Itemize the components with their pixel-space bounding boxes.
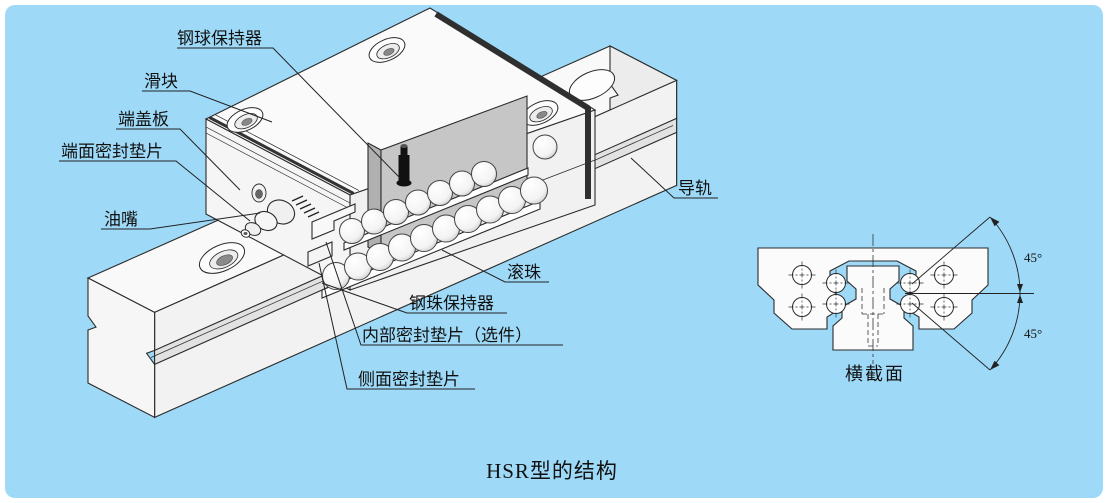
seal-bracket bbox=[311, 203, 356, 240]
label-grease-nipple: 油嘴 bbox=[104, 210, 138, 229]
retainer-pin bbox=[396, 144, 412, 187]
diagram-canvas: 钢球保持器 滑块 端盖板 端面密封垫片 油嘴 导轨 滚珠 钢珠保持器 内部密封垫… bbox=[5, 5, 1103, 498]
leader-end-face-seal bbox=[59, 160, 251, 222]
cross-section-view: 45° 45° 横截面 bbox=[757, 216, 1042, 384]
contact-angle-dimension bbox=[905, 216, 1034, 371]
isometric-assembly: 钢球保持器 滑块 端盖板 端面密封垫片 油嘴 导轨 滚珠 钢珠保持器 内部密封垫… bbox=[59, 7, 718, 419]
leader-internal-seal bbox=[325, 241, 563, 346]
upper-ball-row bbox=[339, 134, 558, 244]
rail-hole-left bbox=[198, 242, 246, 274]
block-hole-3 bbox=[521, 100, 559, 126]
label-guide-rail: 导轨 bbox=[678, 179, 712, 198]
part-labels: 钢球保持器 滑块 端盖板 端面密封垫片 油嘴 导轨 滚珠 钢珠保持器 内部密封垫… bbox=[61, 29, 712, 389]
leader-ball-retainer-bottom bbox=[321, 282, 507, 314]
diagram-title: HSR型的结构 bbox=[486, 459, 618, 483]
block-hole-1 bbox=[226, 107, 264, 133]
grease-nipple bbox=[240, 199, 296, 238]
hsr-structure-diagram: 钢球保持器 滑块 端盖板 端面密封垫片 油嘴 导轨 滚珠 钢珠保持器 内部密封垫… bbox=[59, 7, 1042, 483]
section-bolt-hole bbox=[861, 288, 885, 347]
label-end-cap-plate: 端盖板 bbox=[118, 110, 169, 129]
angle-label-lower: 45° bbox=[1024, 326, 1042, 341]
dimension-arrowheads bbox=[990, 217, 1023, 370]
label-ball-retainer-bottom: 钢珠保持器 bbox=[409, 294, 494, 313]
leader-lines bbox=[59, 47, 718, 390]
label-slider: 滑块 bbox=[144, 72, 178, 91]
ball-circuit bbox=[307, 134, 558, 299]
leader-end-cap bbox=[116, 128, 241, 191]
label-end-face-seal: 端面密封垫片 bbox=[61, 142, 163, 161]
label-side-seal: 侧面密封垫片 bbox=[358, 370, 460, 389]
thread-coil bbox=[291, 195, 320, 218]
lower-ball-row bbox=[322, 176, 548, 290]
end-face-hole bbox=[251, 183, 267, 203]
leader-balls bbox=[441, 249, 549, 283]
leader-ball-retainer-top bbox=[177, 47, 401, 179]
leader-slider bbox=[142, 90, 273, 123]
grease-nipple-assembly bbox=[240, 183, 356, 240]
leader-side-seal bbox=[318, 262, 475, 390]
label-balls: 滚珠 bbox=[507, 263, 541, 282]
side-seal-tab bbox=[307, 241, 333, 267]
label-internal-seal: 内部密封垫片（选件） bbox=[362, 326, 532, 345]
leader-grease-nipple bbox=[101, 212, 261, 230]
block-hole-2 bbox=[368, 37, 406, 63]
angle-label-upper: 45° bbox=[1024, 250, 1042, 265]
leader-guide-rail bbox=[630, 157, 718, 199]
cross-section-caption: 横截面 bbox=[845, 364, 905, 384]
label-ball-retainer-top: 钢球保持器 bbox=[177, 29, 262, 48]
far-end-seal-band bbox=[434, 11, 591, 199]
